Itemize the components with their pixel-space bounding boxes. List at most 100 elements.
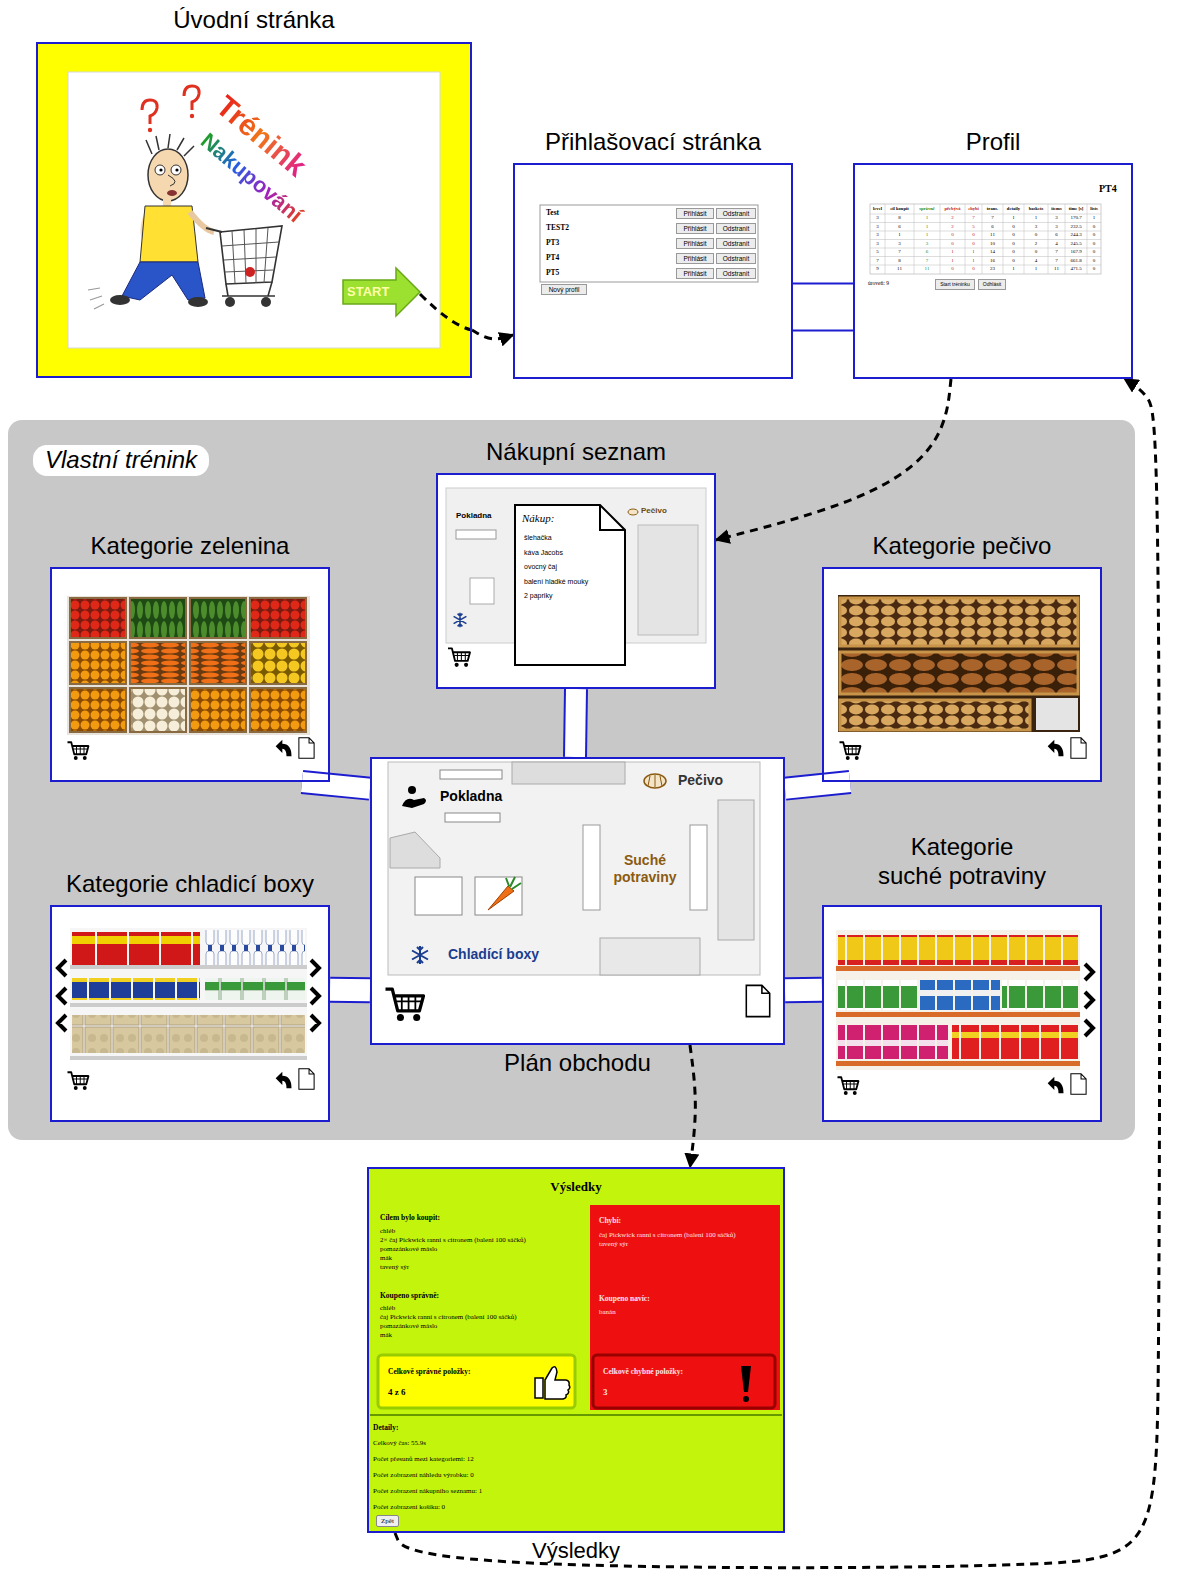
page-heading: Kategorie chladicí boxy (10, 870, 370, 899)
back-button: Zpět (376, 1515, 399, 1527)
vegetable-photo (250, 598, 306, 638)
table-cell: 11 (1048, 266, 1065, 272)
intro-screen-box: Úvodní stránka (36, 42, 472, 378)
dry-goods-photo (836, 1012, 1080, 1017)
table-cell: 1 (1003, 215, 1024, 221)
shopper-figure (261, 297, 271, 307)
store-plan-art (386, 762, 770, 1021)
shopper-figure (220, 226, 282, 284)
profile-table-art (870, 204, 1101, 274)
table-cell: 1 (1024, 215, 1048, 221)
results-box: VýsledkyCílem bylo koupit:chléb2× čaj Pi… (367, 1167, 785, 1533)
table-cell: 3 (870, 224, 885, 230)
table-cell: 3 (914, 241, 940, 247)
table-cell: 0 (1087, 258, 1101, 264)
table-cell: 11 (982, 232, 1003, 238)
list-item: šlehačka (524, 534, 552, 542)
table-cell: 3 (1024, 224, 1048, 230)
category-box: Kategorie suché potraviny (822, 905, 1102, 1122)
table-cell: 6 (914, 249, 940, 255)
flow-arrow (690, 1045, 695, 1167)
shopper-figure (188, 297, 208, 307)
table-cell: 0 (1003, 249, 1024, 255)
shopper-figure (88, 288, 104, 309)
category-box: Kategorie zelenina (50, 567, 330, 782)
list-item: ovocný čaj (524, 563, 557, 571)
vegetable-photo (250, 688, 306, 732)
tube-inner (793, 285, 853, 330)
results-art (743, 1396, 749, 1402)
fridge-photo (72, 978, 200, 1000)
item-text: pomazánkové máslo (380, 1322, 437, 1330)
table-cell: 0 (1087, 232, 1101, 238)
start-arrow-art (343, 268, 420, 316)
table-cell: 1 (1024, 266, 1048, 272)
level-text: úroveň: 9 (868, 280, 889, 287)
table-header: items (1048, 206, 1065, 212)
table-cell: 1 (965, 258, 982, 264)
page-heading: Kategorie zelenina (10, 532, 370, 561)
results-art (535, 1367, 570, 1399)
item-text: mák (380, 1254, 392, 1262)
table-cell: 0 (1087, 266, 1101, 272)
shopper-figure (148, 149, 188, 201)
table-cell: 3 (1048, 215, 1065, 221)
login-screen-art (513, 163, 793, 379)
item-text: tavený sýr (599, 1240, 628, 1248)
map-label: Pečivo (641, 506, 667, 516)
dry-goods-photo (1085, 964, 1093, 1036)
missing-panel: Chybí:čaj Pickwick ranní s citronem (bal… (592, 1207, 782, 1412)
table-header: trans. (982, 206, 1003, 212)
shopper-figure (190, 114, 194, 118)
results-title: Výsledky (367, 1179, 785, 1195)
dry-goods-photo (952, 1025, 1078, 1059)
vegetable-photo (70, 598, 126, 638)
store-plan-art (445, 813, 500, 822)
table-header: level (870, 206, 885, 212)
table-cell: 232.5 (1065, 224, 1087, 230)
store-plan-art (488, 886, 514, 910)
item-text: tavený sýr (380, 1263, 409, 1271)
training-region-art (8, 420, 1135, 1140)
table-cell: 7 (885, 249, 914, 255)
bakery-photo (840, 652, 1078, 694)
table-cell: 8 (885, 215, 914, 221)
vegetable-photo (70, 688, 126, 732)
table-cell: 14 (982, 249, 1003, 255)
map-label: Pokladna (456, 511, 492, 521)
tube-outline (302, 782, 370, 789)
map-label: Suché potraviny (595, 852, 695, 886)
table-cell: 0 (940, 266, 965, 272)
remove-button: Odstranit (716, 238, 756, 249)
table-cell: 1 (940, 258, 965, 264)
bakery-photo (838, 595, 1086, 760)
store-plan-art (386, 989, 424, 1021)
profile-name: Test (546, 208, 559, 217)
table-cell: 0 (1024, 232, 1048, 238)
remove-button: Odstranit (716, 268, 756, 279)
table-cell: 5 (965, 224, 982, 230)
dry-goods-photo (836, 930, 1080, 1070)
login-button: Přihlásit (676, 253, 714, 264)
fridge-photo (72, 1015, 305, 1053)
detail-text: Počet zobrazení nákupního seznamu: 1 (373, 1487, 482, 1495)
vegetable-photo (130, 642, 186, 684)
dashed-arrow-line (716, 379, 951, 540)
table-cell: 3 (870, 232, 885, 238)
table-cell: 7 (982, 215, 1003, 221)
table-cell: 6 (982, 224, 1003, 230)
table-cell: 245.5 (1065, 241, 1087, 247)
detail-text: Celkový čas: 55.9s (373, 1439, 426, 1447)
fridge-photo (58, 960, 319, 1031)
total-value: 4 z 6 (388, 1387, 406, 1398)
total-title: Celkově správné položky: (388, 1367, 471, 1376)
table-cell: 0 (1003, 258, 1024, 264)
dry-goods-photo (838, 980, 918, 1010)
table-cell: 9 (870, 266, 885, 272)
table-header: lists (1087, 206, 1101, 212)
table-cell: 2 (940, 224, 965, 230)
wrong-total-box: Celkově chybné položky:3 (595, 1357, 777, 1410)
vegetable-photo (70, 642, 126, 684)
table-cell: 0 (1087, 249, 1101, 255)
